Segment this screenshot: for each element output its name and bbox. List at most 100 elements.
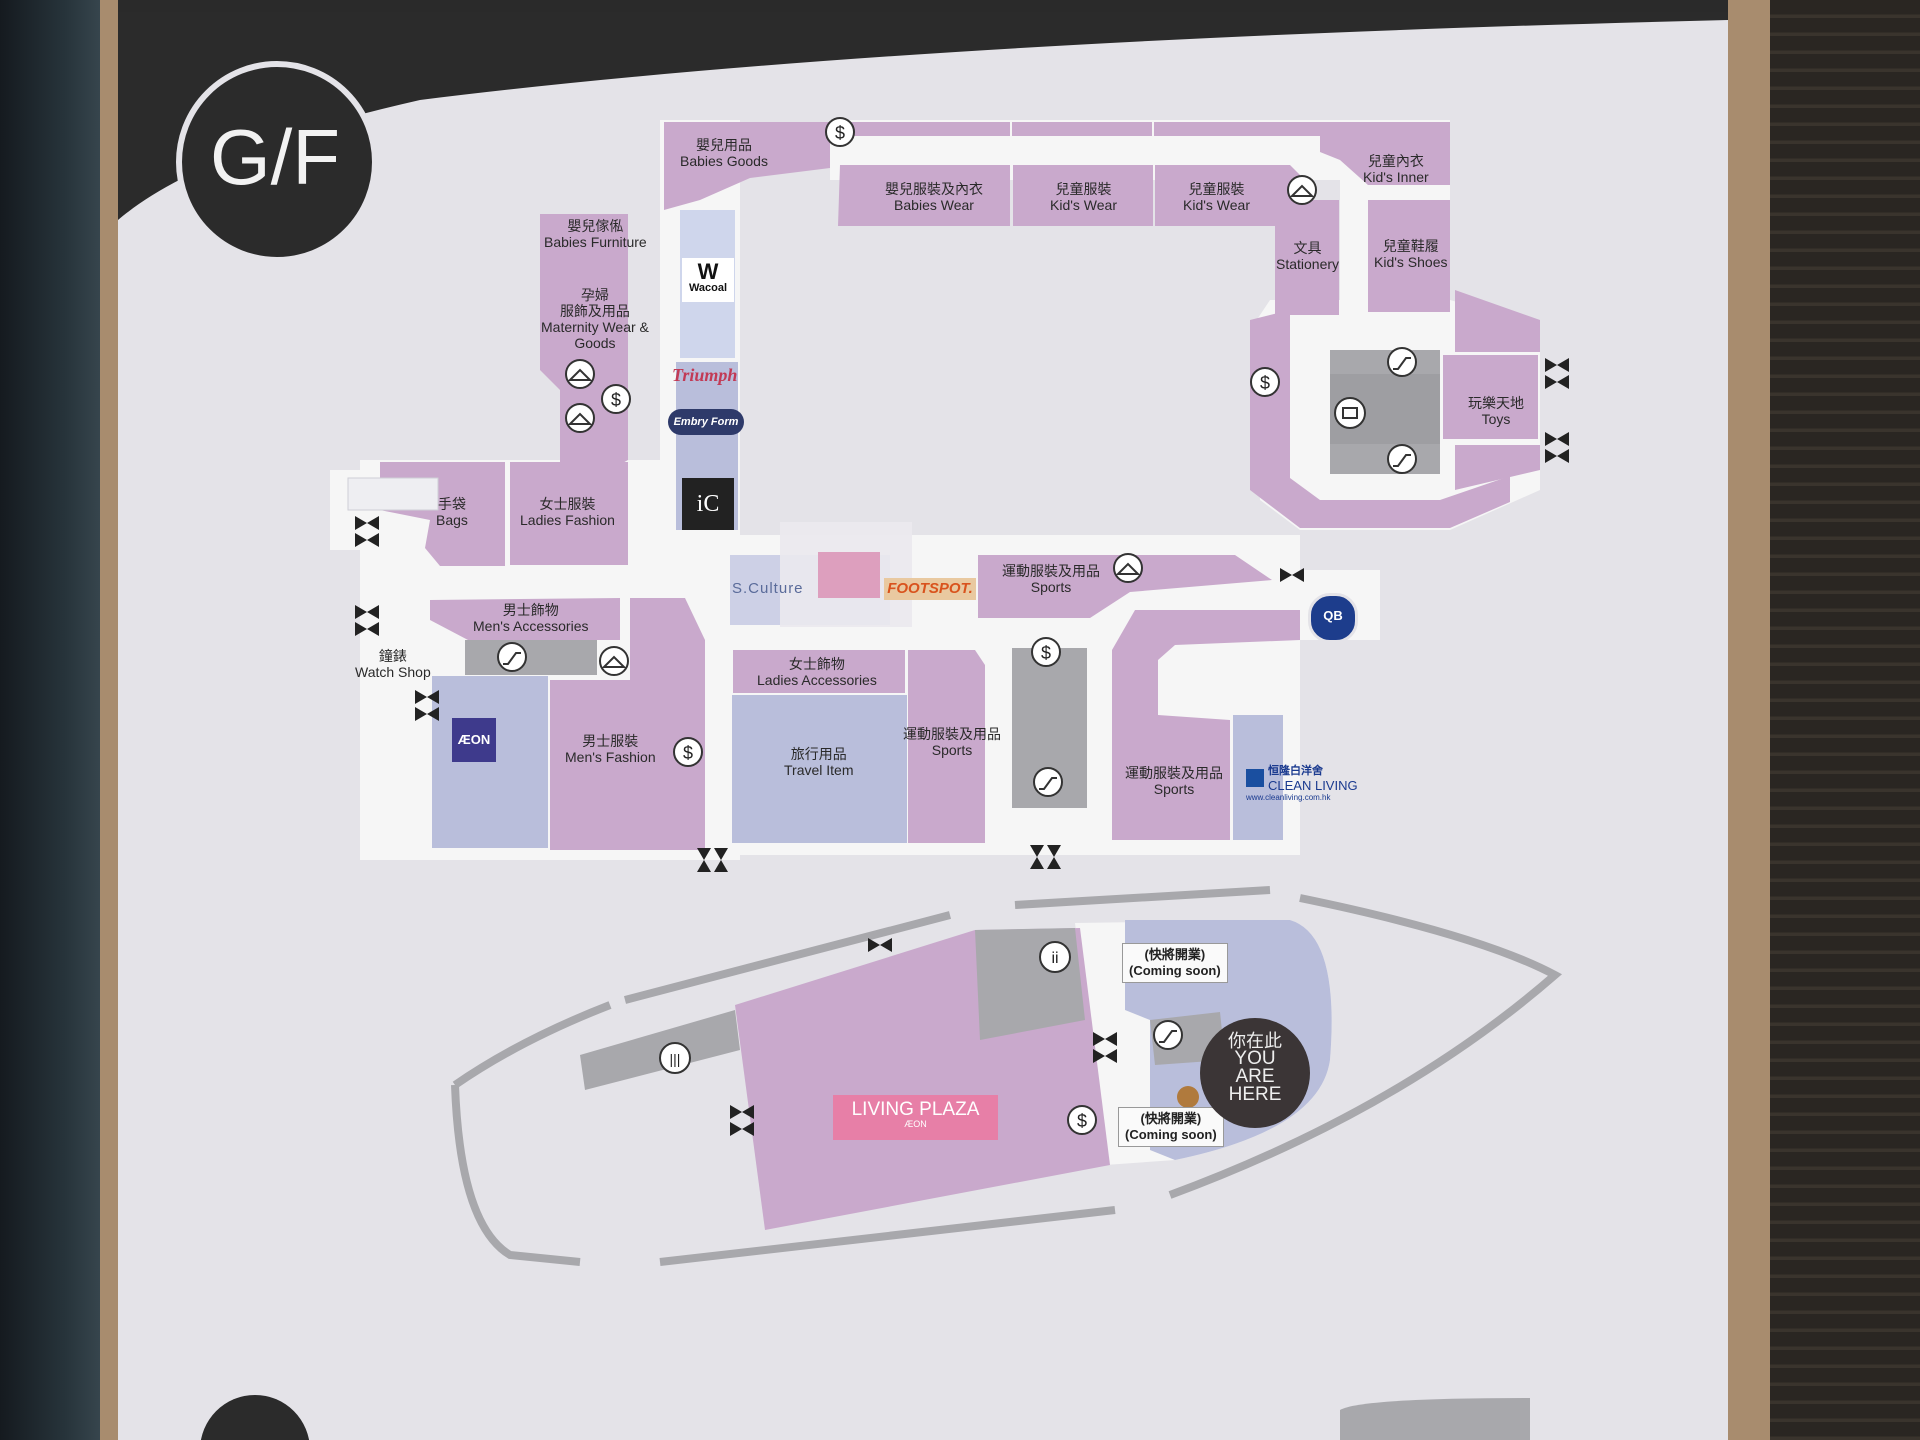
unit-stationery xyxy=(1275,200,1339,315)
logo-s-culture: S.Culture xyxy=(732,580,804,597)
logo-triumph: Triumph xyxy=(672,365,738,385)
entrance-markers xyxy=(355,358,1569,1136)
header-swoosh xyxy=(118,12,1728,220)
dollar-icons: $ $ $ $ $ $ xyxy=(601,117,1280,1135)
svg-text:$: $ xyxy=(1041,643,1051,663)
living-plaza-sign-bg xyxy=(833,1095,998,1140)
svg-text:$: $ xyxy=(1260,373,1270,393)
escalator-icon xyxy=(1387,444,1417,474)
unit-mens-accessories xyxy=(430,598,620,640)
unit-babies-wear xyxy=(838,165,1010,226)
dollar-icon: $ xyxy=(673,737,703,767)
service-cores xyxy=(465,350,1440,808)
unit-kids-wear-1 xyxy=(1013,165,1153,226)
lift-icon: ||| xyxy=(659,1042,691,1074)
entrance-icon xyxy=(355,605,379,636)
mascot-icon xyxy=(1177,1086,1199,1108)
hanger-icon xyxy=(565,403,595,433)
dollar-icon: $ xyxy=(1031,637,1061,667)
toilet-icon: ii xyxy=(1039,941,1071,973)
unit-ladies-accessories xyxy=(733,650,905,693)
background-right xyxy=(1760,0,1920,1440)
logo-aeon: ÆON xyxy=(452,718,496,762)
logo-footspot: FOOTSPOT. xyxy=(884,578,976,600)
unit-toys xyxy=(1443,355,1538,439)
logo-ic: iC xyxy=(682,478,734,530)
dollar-icon: $ xyxy=(1250,367,1280,397)
nursery-icon xyxy=(1334,397,1366,429)
floor-label: G/F xyxy=(210,113,340,201)
entrance-icon xyxy=(1280,568,1304,582)
svg-text:ii: ii xyxy=(1051,950,1058,967)
unit-aeon xyxy=(432,676,548,848)
svg-text:|||: ||| xyxy=(670,1051,681,1067)
entrance-icon xyxy=(697,848,728,872)
entrance-icon xyxy=(1030,845,1061,869)
pink-patch xyxy=(818,552,880,598)
escalator-icon xyxy=(497,642,527,672)
unit-travel-item xyxy=(732,695,907,843)
hanger-icons xyxy=(565,175,1317,676)
logo-embry-form: Embry Form xyxy=(668,409,744,435)
floor-badge-circle xyxy=(176,61,378,263)
coming-soon-badge: (快將開業)(Coming soon) xyxy=(1122,943,1228,983)
escalator-core-left xyxy=(465,640,597,675)
unit-ladies-fashion xyxy=(510,462,628,565)
svg-text:$: $ xyxy=(611,390,621,410)
panel-top-edge xyxy=(118,0,1728,12)
unit-babies-goods xyxy=(664,122,830,210)
unit-kids-shoes xyxy=(1368,200,1450,312)
tape-label xyxy=(347,477,439,511)
escalator-icons xyxy=(497,347,1417,1050)
logo-qb-house: QB xyxy=(1308,593,1358,643)
unit-sports-3 xyxy=(1112,610,1300,840)
unit-sports-1 xyxy=(978,555,1272,618)
next-floor-badge xyxy=(200,1395,310,1440)
unit-mens-fashion xyxy=(550,598,705,850)
unit-sports-2 xyxy=(908,650,985,843)
entrance-icon xyxy=(730,1105,754,1136)
you-are-here-marker: 你在此 YOU ARE HERE xyxy=(1200,1018,1310,1128)
hanger-icon xyxy=(1113,553,1143,583)
next-floor-preview xyxy=(1340,1398,1530,1440)
entrance-icon xyxy=(868,938,892,952)
entrance-icon xyxy=(1545,358,1569,389)
entrance-icon xyxy=(1093,1032,1117,1063)
escalator-icon xyxy=(1153,1020,1183,1050)
dollar-icon: $ xyxy=(1067,1105,1097,1135)
unit-kids-inner xyxy=(1320,122,1450,185)
dollar-icon: $ xyxy=(601,384,631,414)
entrance-icon xyxy=(355,516,379,547)
hanger-icon xyxy=(599,646,629,676)
entrance-icon xyxy=(415,690,439,721)
svg-text:$: $ xyxy=(1077,1111,1087,1131)
svg-text:$: $ xyxy=(683,743,693,763)
coming-soon-badge: (快將開業)(Coming soon) xyxy=(1118,1107,1224,1147)
unit-toys-ring-left xyxy=(1250,310,1510,528)
lower-building xyxy=(451,886,1563,1266)
shop-units xyxy=(380,122,1540,850)
dollar-icon: $ xyxy=(825,117,855,147)
svg-text:$: $ xyxy=(835,123,845,143)
